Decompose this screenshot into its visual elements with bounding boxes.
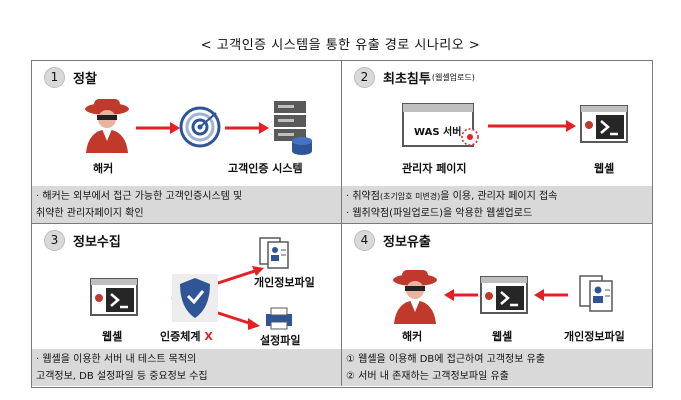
webshell-label: 웹셸 <box>102 330 123 343</box>
printer-icon <box>266 307 292 330</box>
description-text: (파일업로드) <box>389 208 443 219</box>
description-line: · 취약점(초기암호 미변경)을 이용, 관리자 페이지 접속 <box>346 188 648 205</box>
step-title: 정찰 <box>73 72 97 87</box>
description-line: ① 웹셸을 이용해 DB에 접근하여 고객정보 유출 <box>346 354 545 365</box>
server-icon <box>274 101 312 155</box>
step-number: 1 <box>44 67 65 88</box>
webshell-icon <box>90 278 138 316</box>
description-line: 취약한 관리자페이지 확인 <box>36 208 144 219</box>
description-text: 을 악용한 웹셸업로드 <box>442 208 533 219</box>
step-header: 3 정보수집 <box>44 230 121 251</box>
description-line: · 웹취약점(파일업로드)을 악용한 웹셸업로드 <box>346 205 648 222</box>
description-text: 을 이용, 관리자 페이지 접속 <box>440 191 558 202</box>
step-information-exfiltration: 4 정보유출 해커 웹셸 <box>342 224 652 386</box>
hacker-label: 해커 <box>402 330 423 343</box>
webshell-icon <box>480 276 528 314</box>
target-scan-icon <box>179 106 221 148</box>
hacker-icon <box>85 99 129 153</box>
config-file-label: 설정파일 <box>260 334 301 347</box>
personal-file-label: 개인정보파일 <box>564 330 625 343</box>
document-icon <box>579 275 613 312</box>
step-number: 4 <box>354 230 375 251</box>
was-server-label: WAS 서버 <box>414 127 462 138</box>
step-subtitle: (웹셸업로드) <box>431 73 475 82</box>
admin-page-label: 관리자 페이지 <box>402 162 467 175</box>
description-line: 고객정보, DB 설정파일 등 중요정보 수집 <box>36 371 208 382</box>
description-line: ② 서버 내 존재하는 고객정보파일 유출 <box>346 371 509 382</box>
step-description: ① 웹셸을 이용해 DB에 접근하여 고객정보 유출 ② 서버 내 존재하는 고… <box>342 349 652 386</box>
personal-file-label: 개인정보파일 <box>254 276 315 289</box>
arrow-icon <box>225 122 269 134</box>
step-description: · 웹셸을 이용한 서버 내 테스트 목적의 고객정보, DB 설정파일 등 중… <box>32 349 341 386</box>
auth-system-label: 인증체계 X <box>160 328 213 344</box>
document-icon <box>259 237 289 269</box>
description-line: · 해커는 외부에서 접근 가능한 고객인증시스템 및 <box>36 191 243 202</box>
page-title: < 고객인증 시스템을 통한 유출 경로 시나리오 > <box>200 38 481 53</box>
description-line: · 웹셸을 이용한 서버 내 테스트 목적의 <box>36 354 197 365</box>
webshell-label: 웹셸 <box>594 162 615 175</box>
step-title: 정보유출 <box>383 235 431 250</box>
description-text: · 취약점 <box>346 191 380 202</box>
step-title: 최초침투 <box>383 72 431 87</box>
step-reconnaissance: 1 정찰 해커 <box>32 61 342 224</box>
webshell-icon <box>580 105 628 143</box>
step-number: 3 <box>44 230 65 251</box>
hacker-label: 해커 <box>93 162 114 175</box>
step-information-gathering: 3 정보수집 웹셸 인증체계 X <box>32 224 342 386</box>
description-small: (초기암호 미변경) <box>379 192 441 201</box>
step-header: 4 정보유출 <box>354 230 431 251</box>
arrow-icon <box>444 289 478 301</box>
arrow-icon <box>534 289 568 301</box>
step-header: 1 정찰 <box>44 67 97 88</box>
shield-icon <box>171 266 264 330</box>
system-label: 고객인증 시스템 <box>228 162 303 175</box>
description-text: · 웹취약점 <box>346 208 390 219</box>
step-initial-intrusion: 2 최초침투 (웹셸업로드) WAS 서버 관리자 페이지 웹셸 · 취약점(초… <box>342 61 652 224</box>
admin-page-icon <box>402 103 479 147</box>
webshell-label: 웹셸 <box>492 330 513 343</box>
step-title: 정보수집 <box>73 235 121 250</box>
arrow-icon <box>488 120 576 132</box>
step-header: 2 최초침투 (웹셸업로드) <box>354 67 475 88</box>
auth-system-text: 인증체계 <box>160 330 201 343</box>
scenario-grid: 1 정찰 해커 <box>31 60 653 388</box>
hacker-icon <box>393 270 437 324</box>
step-number: 2 <box>354 67 375 88</box>
arrow-icon <box>136 122 180 134</box>
blocked-mark: X <box>204 330 213 343</box>
step-description: · 취약점(초기암호 미변경)을 이용, 관리자 페이지 접속 · 웹취약점(파… <box>342 186 652 223</box>
step-description: · 해커는 외부에서 접근 가능한 고객인증시스템 및 취약한 관리자페이지 확… <box>32 186 341 223</box>
